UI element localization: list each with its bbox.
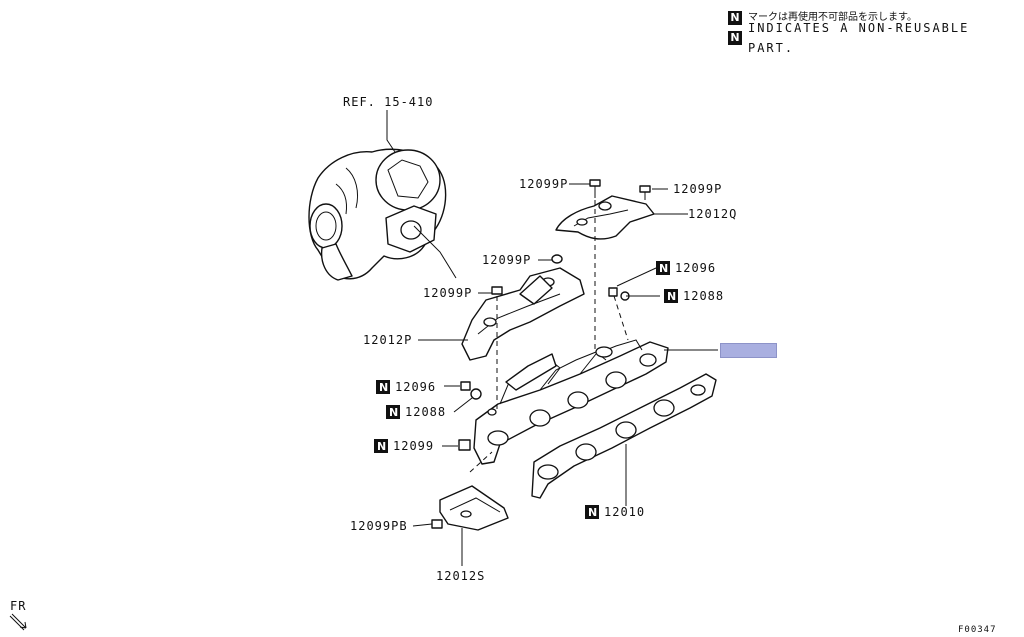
non-reusable-marker-icon [585, 505, 599, 519]
figure-code: F00347 [958, 625, 997, 635]
non-reusable-marker-icon: N [728, 31, 742, 45]
front-direction-indicator: FR [9, 599, 27, 631]
callout-12099p-left[interactable]: 12099P [423, 286, 472, 300]
non-reusable-marker-icon [374, 439, 388, 453]
callout-12010[interactable]: 12010 [604, 505, 645, 519]
callout-12099pb[interactable]: 12099PB [350, 519, 408, 533]
non-reusable-marker-icon [664, 289, 678, 303]
non-reusable-marker-icon [376, 380, 390, 394]
callout-ref-15-410[interactable]: REF. 15-410 [343, 95, 433, 109]
bolt-12099p-top-drawing [589, 179, 601, 198]
non-reusable-marker-text: N [588, 506, 597, 519]
front-arrow-icon [9, 613, 27, 631]
legend-english-text: INDICATES A NON-REUSABLE PART. [747, 21, 970, 55]
nut-12099p-mid-drawing [551, 254, 563, 264]
non-reusable-marker-text: N [659, 262, 668, 275]
callout-12099p-mid[interactable]: 12099P [482, 253, 531, 267]
callout-12099p-top[interactable]: 12099P [519, 177, 568, 191]
turbocharger-drawing [308, 148, 447, 281]
nut-12096-left-drawing [460, 381, 471, 391]
callout-12012q[interactable]: 12012Q [688, 207, 737, 221]
non-reusable-marker-text: N [377, 440, 386, 453]
non-reusable-marker-icon [386, 405, 400, 419]
callout-12012p[interactable]: 12012P [363, 333, 412, 347]
callout-12096-right[interactable]: 12096 [675, 261, 716, 275]
washer-12088-left-drawing [470, 388, 482, 400]
non-reusable-marker-icon: N [728, 11, 742, 25]
legend: N マークは再使用不可部品を示します。 N INDICATES A NON-RE… [728, 8, 1024, 55]
non-reusable-marker-icon [656, 261, 670, 275]
non-reusable-marker-text: N [379, 381, 388, 394]
heat-protector-12012s-drawing [439, 485, 509, 531]
legend-row-english: N INDICATES A NON-REUSABLE PART. [728, 21, 1024, 55]
callout-12088-right[interactable]: 12088 [683, 289, 724, 303]
front-label: FR [10, 599, 26, 613]
bolt-12099p-right-drawing [639, 185, 651, 200]
exhaust-manifold-drawing [473, 339, 669, 465]
non-reusable-marker-text: N [389, 406, 398, 419]
heat-protector-12012q-drawing [555, 195, 655, 240]
legend-row-japanese: N マークは再使用不可部品を示します。 [728, 8, 1024, 28]
callout-12096-left[interactable]: 12096 [395, 380, 436, 394]
callout-12099p-right[interactable]: 12099P [673, 182, 722, 196]
heat-protector-12012p-drawing [461, 267, 585, 361]
callout-12088-left[interactable]: 12088 [405, 405, 446, 419]
bolt-12099-drawing [458, 439, 471, 451]
callout-12099[interactable]: 12099 [393, 439, 434, 453]
gasket-12010-drawing [531, 373, 717, 499]
bolt-12099p-left-drawing [491, 286, 503, 295]
bolt-12099pb-drawing [431, 519, 443, 529]
non-reusable-marker-text: N [667, 290, 676, 303]
callout-12012s[interactable]: 12012S [436, 569, 485, 583]
highlighted-part-label[interactable] [720, 343, 777, 358]
nut-12096-right-drawing [608, 287, 618, 297]
legend-japanese-text: マークは再使用不可部品を示します。 [748, 12, 917, 23]
